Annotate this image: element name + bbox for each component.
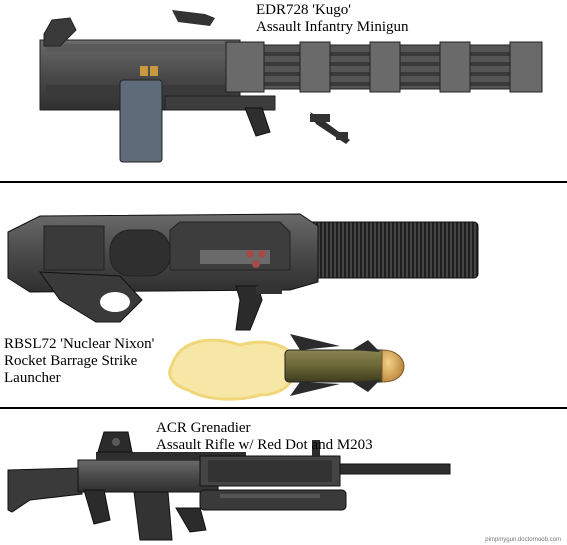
rocket-flame xyxy=(168,338,298,401)
watermark: pimpmygun.doctornoob.com xyxy=(485,537,561,543)
minigun-caption: EDR728 'Kugo' Assault Infantry Minigun xyxy=(256,2,408,36)
rifle-barrel xyxy=(339,463,451,475)
launcher-caption: RBSL72 'Nuclear Nixon' Rocket Barrage St… xyxy=(4,336,154,387)
rocket-body xyxy=(284,349,386,383)
minigun-type: Assault Infantry Minigun xyxy=(256,19,409,35)
launcher-type-line2: Launcher xyxy=(4,370,61,386)
rifle-illustration xyxy=(7,431,451,541)
pistol-grip xyxy=(244,107,271,137)
magazine xyxy=(119,79,163,163)
minigun-name: EDR728 'Kugo' xyxy=(256,2,351,18)
launch-tube xyxy=(307,221,479,279)
grenade-launcher xyxy=(199,489,347,511)
rifle-magazine xyxy=(133,491,173,541)
rifle-caption: ACR Grenadier Assault Rifle w/ Red Dot a… xyxy=(156,420,373,454)
rocket-projectile xyxy=(168,334,405,401)
rear-grip xyxy=(43,17,77,47)
rifle-stock xyxy=(7,467,83,513)
launcher-type: Rocket Barrage Strike xyxy=(4,353,138,369)
rifle-name: ACR Grenadier xyxy=(156,420,251,436)
rifle-grip xyxy=(83,489,111,525)
rocket-tip xyxy=(381,349,405,383)
rifle-type: Assault Rifle w/ Red Dot and M203 xyxy=(156,437,373,453)
launcher-name: RBSL72 'Nuclear Nixon' xyxy=(4,336,155,352)
carry-handle xyxy=(172,10,215,26)
minigun-illustration xyxy=(39,10,543,163)
section-divider-1 xyxy=(0,181,567,183)
rocket-launcher-illustration xyxy=(7,213,479,331)
section-divider-2 xyxy=(0,407,567,409)
